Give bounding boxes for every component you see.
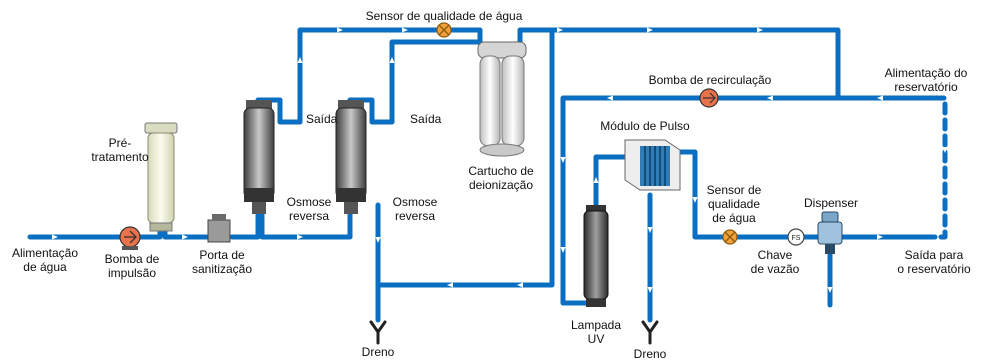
- label-reservoir-feed: Alimentação do reservatório: [884, 66, 968, 94]
- dispenser: [817, 211, 843, 254]
- label-outlet-1: Saída: [306, 112, 338, 126]
- flow-arrow-icon: [607, 95, 613, 101]
- flow-arrow-icon: [692, 197, 698, 203]
- label-recirculation-pump: Bomba de recirculação: [648, 73, 772, 87]
- flow-arrow-icon: [297, 234, 303, 240]
- flow-arrow-icon: [517, 282, 523, 288]
- pipe-ro1-bottom: [259, 209, 353, 240]
- label-ro2: Osmose reversa: [392, 195, 438, 223]
- flow-arrow-icon: [647, 287, 653, 293]
- drain-1: [369, 320, 387, 345]
- flow-arrow-icon: [593, 177, 599, 183]
- flow-arrow-icon: [647, 227, 653, 233]
- label-water-quality-sensor-top: Sensor de qualidade de água: [365, 9, 523, 23]
- flow-arrow-icon: [337, 27, 343, 33]
- label-pulse-module: Módulo de Pulso: [600, 119, 690, 133]
- label-outlet-2: Saída: [410, 112, 442, 126]
- flow-arrow-icon: [52, 234, 58, 240]
- pipe-ro2-loop: [347, 39, 483, 125]
- pipe-di-down: [375, 27, 555, 288]
- flow-arrow-icon: [647, 27, 653, 33]
- flow-arrow-icon: [942, 147, 948, 153]
- label-drain-1: Dreno: [361, 345, 395, 359]
- pipe-pulse-in: [593, 154, 628, 208]
- label-dispenser: Dispenser: [803, 196, 859, 210]
- flow-arrow-icon: [557, 27, 563, 33]
- flow-arrow-icon: [877, 95, 883, 101]
- uv-lamp: [583, 205, 609, 307]
- label-booster-pump: Bomba de impulsão: [104, 252, 160, 280]
- pulse-module: [624, 139, 681, 191]
- flow-arrow-icon: [877, 234, 883, 240]
- recirculation-pump: [699, 88, 719, 108]
- booster-pump: [119, 226, 141, 250]
- pipe-recirculation: [560, 95, 938, 306]
- flow-arrow-icon: [389, 57, 395, 63]
- label-water-feed: Alimentação de água: [11, 246, 79, 274]
- flow-arrow-icon: [767, 95, 773, 101]
- flow-arrow-icon: [560, 247, 566, 253]
- pipe-di-out: [517, 27, 841, 101]
- flow-arrow-icon: [182, 234, 188, 240]
- flow-arrow-icon: [447, 282, 453, 288]
- label-pretreatment: Pré- tratamento: [91, 136, 149, 164]
- water-quality-sensor-top: [436, 22, 452, 38]
- pipe-pulse-out: [669, 149, 938, 240]
- flow-arrow-icon: [560, 157, 566, 163]
- flow-arrow-icon: [375, 237, 381, 243]
- pretreatment-filter: [144, 122, 178, 232]
- drain-2: [641, 320, 659, 345]
- flow-switch-badge: FS: [792, 235, 801, 242]
- flow-arrow-icon: [402, 27, 408, 33]
- label-drain-2: Dreno: [633, 347, 667, 361]
- sanitization-port: [207, 214, 231, 243]
- deionization-cartridge: [477, 41, 527, 157]
- flow-switch: FS: [787, 228, 805, 246]
- flow-arrow-icon: [757, 27, 763, 33]
- flow-arrows: [52, 27, 948, 293]
- label-ro1: Osmose reversa: [286, 195, 332, 223]
- label-sanitization-port: Porta de sanitização: [191, 248, 253, 276]
- flow-arrow-icon: [297, 57, 303, 63]
- label-deionization-cartridge: Cartucho de deionização: [468, 164, 534, 192]
- label-reservoir-outlet: Saída para o reservatório: [897, 248, 971, 276]
- label-flow-switch: Chave de vazão: [750, 248, 800, 276]
- ro-membrane-1: [243, 100, 275, 214]
- flow-arrow-icon: [827, 287, 833, 293]
- water-quality-sensor-right: [722, 229, 738, 245]
- pipe-network: [27, 27, 938, 323]
- pipe-feed: [27, 202, 163, 240]
- label-uv-lamp: Lampada UV: [570, 318, 622, 346]
- label-water-quality-sensor-right: Sensor de qualidade de água: [706, 183, 762, 225]
- pipe-reservoir-dashed: [932, 95, 948, 240]
- ro-membrane-2: [335, 100, 367, 214]
